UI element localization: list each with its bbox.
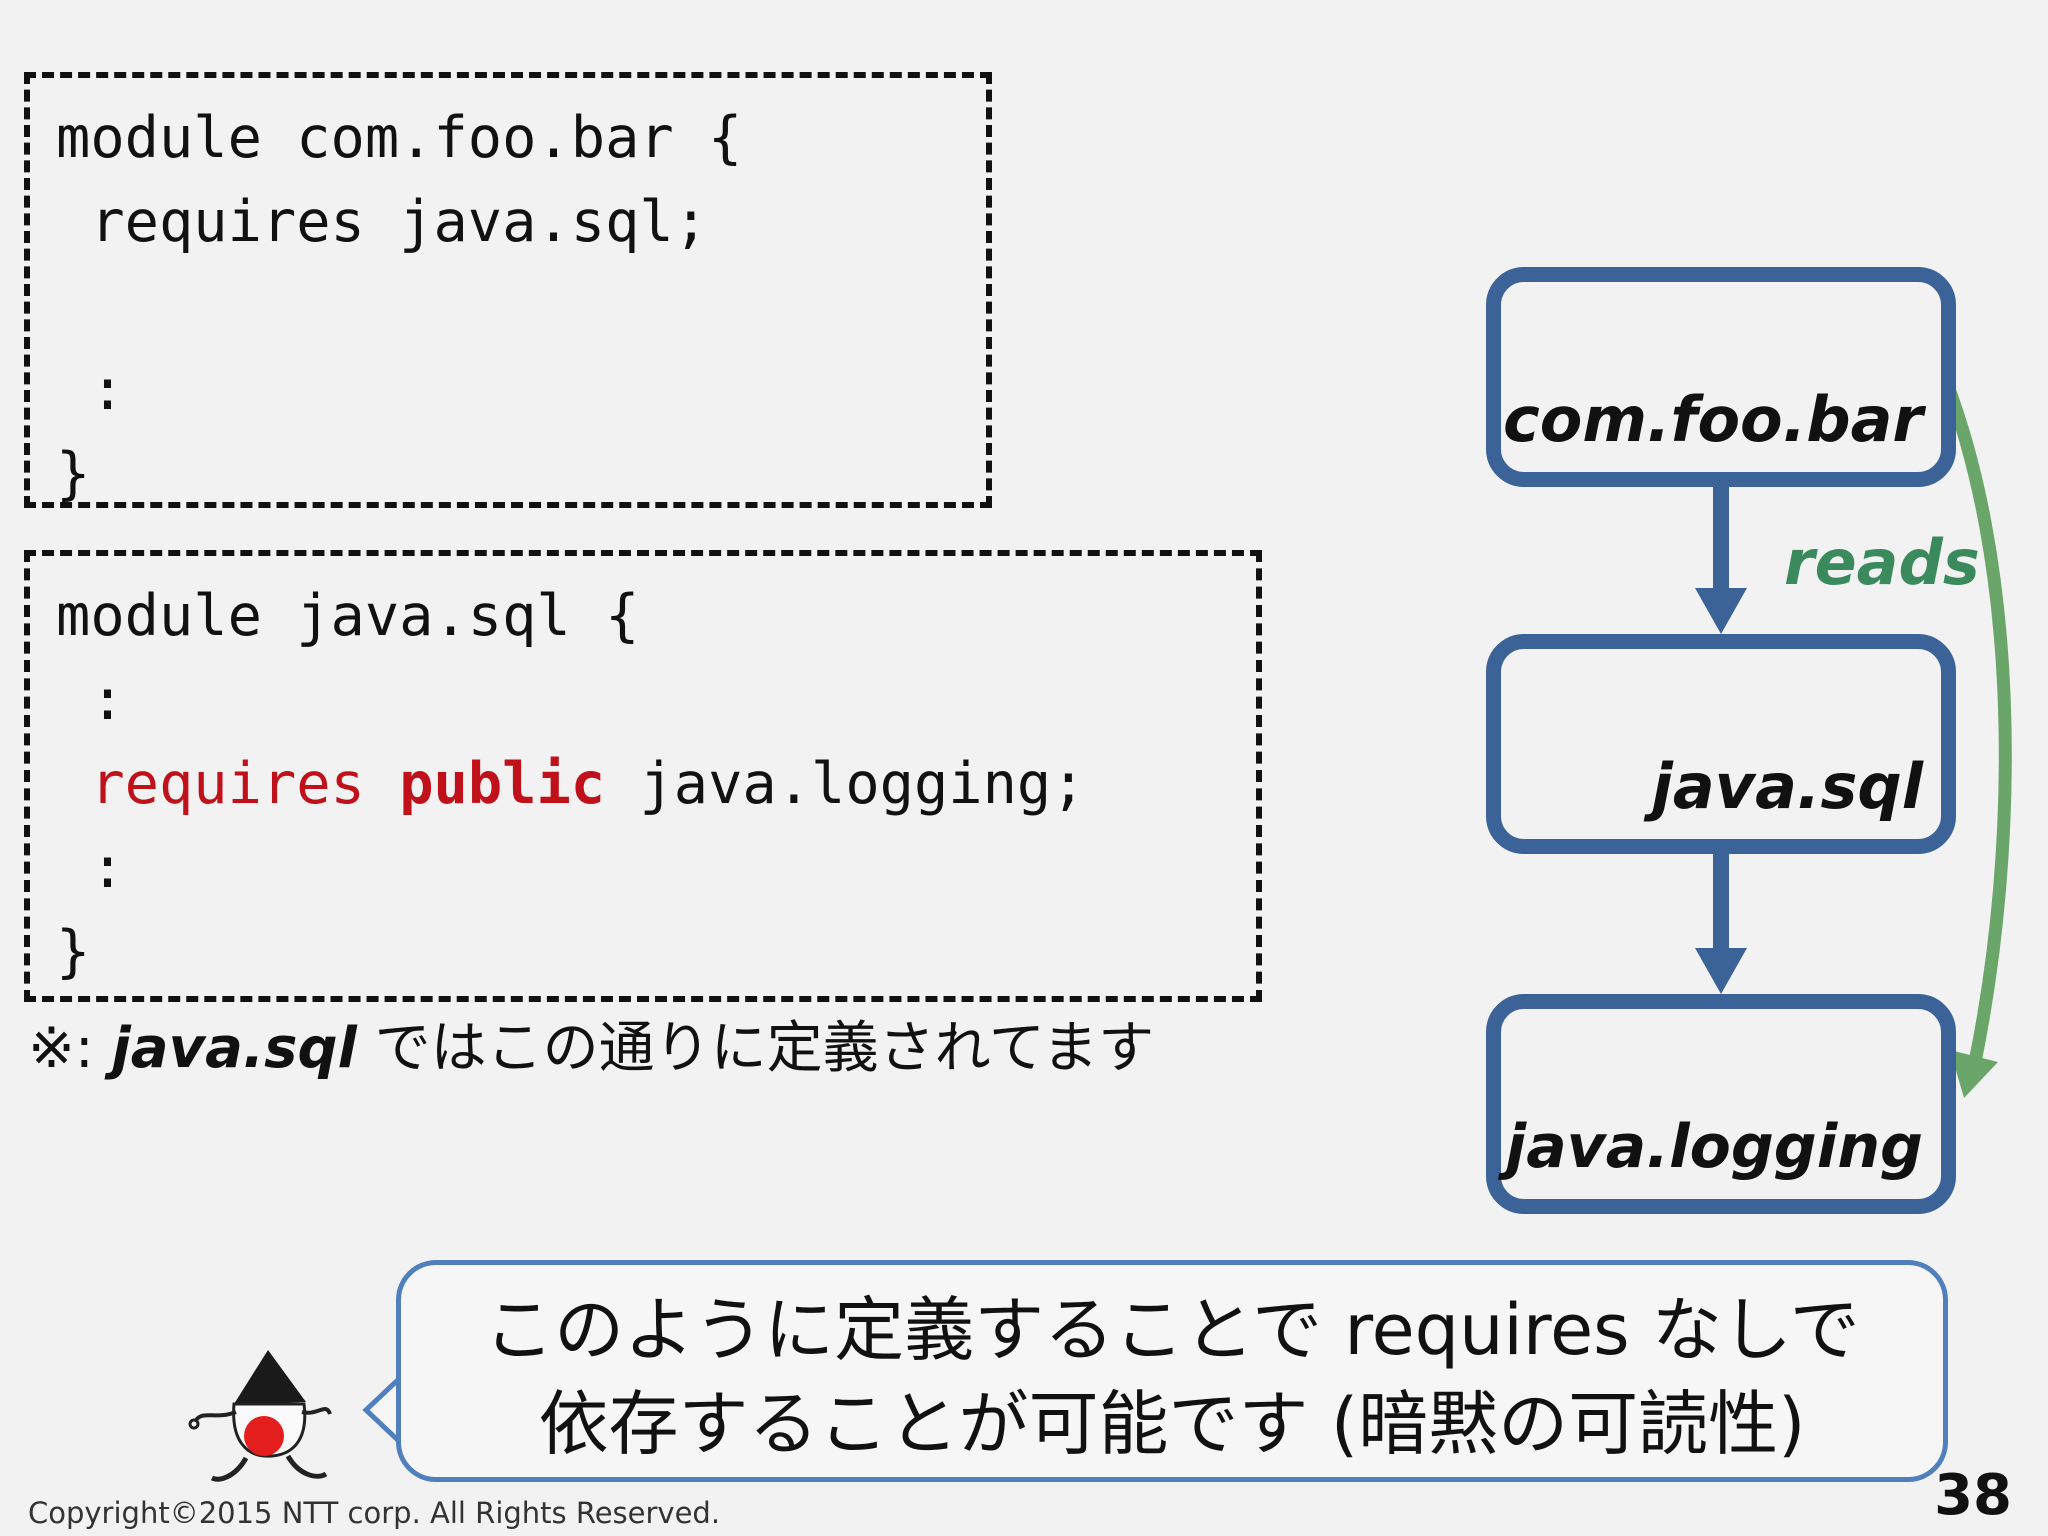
footnote: ※: java.sql ではこの通りに定義されてます bbox=[28, 1014, 1154, 1084]
code-line: : bbox=[56, 835, 125, 901]
code-listing: module com.foo.bar { requires java.sql; … bbox=[56, 96, 742, 516]
arrow-head-1 bbox=[1695, 588, 1747, 634]
note-emphasis: java.sql bbox=[111, 1016, 357, 1081]
module-label: java.logging bbox=[1505, 1112, 1923, 1182]
module-box-com-foo-bar: com.foo.bar bbox=[1486, 267, 1956, 487]
arrow-head-2 bbox=[1695, 948, 1747, 994]
module-label: java.sql bbox=[1651, 750, 1923, 823]
module-box-java-sql: java.sql bbox=[1486, 634, 1956, 854]
reads-arrow-head bbox=[1950, 1050, 1998, 1098]
module-box-java-logging: java.logging bbox=[1486, 994, 1956, 1214]
code-block-java-sql: module java.sql { : requires public java… bbox=[24, 550, 1262, 1002]
code-line: : bbox=[56, 357, 125, 423]
code-line-requires-public: requires public java.logging; bbox=[56, 751, 1086, 817]
code-block-com-foo-bar: module com.foo.bar { requires java.sql; … bbox=[24, 72, 992, 508]
duke-mascot-icon bbox=[188, 1350, 332, 1482]
reads-label: reads bbox=[1784, 526, 1980, 599]
note-suffix: ではこの通りに定義されてます bbox=[356, 1016, 1155, 1081]
copyright: Copyright©2015 NTT corp. All Rights Rese… bbox=[28, 1496, 721, 1530]
code-line: module java.sql { bbox=[56, 583, 640, 649]
code-line: requires java.sql; bbox=[56, 189, 709, 255]
page-number: 38 bbox=[1934, 1463, 2012, 1528]
speech-bubble: このように定義することで requires なしで 依存することが可能です (暗… bbox=[396, 1260, 1948, 1482]
module-name-java-logging: java.logging; bbox=[639, 751, 1086, 817]
code-line: : bbox=[56, 667, 125, 733]
bubble-line: 依存することが可能です (暗黙の可読性) bbox=[538, 1383, 1806, 1465]
code-line: } bbox=[56, 919, 91, 985]
bubble-text: このように定義することで requires なしで 依存することが可能です (暗… bbox=[401, 1283, 1943, 1471]
note-prefix: ※: bbox=[28, 1016, 112, 1081]
bubble-line: このように定義することで requires なしで bbox=[484, 1289, 1860, 1371]
code-line: } bbox=[56, 441, 91, 507]
reads-arrow-curve bbox=[1933, 363, 2012, 1064]
code-listing: module java.sql { : requires public java… bbox=[56, 574, 1086, 994]
keyword-requires: requires bbox=[90, 751, 365, 817]
code-line: module com.foo.bar { bbox=[56, 105, 743, 171]
keyword-public: public bbox=[399, 751, 606, 817]
module-label: com.foo.bar bbox=[1502, 383, 1923, 456]
